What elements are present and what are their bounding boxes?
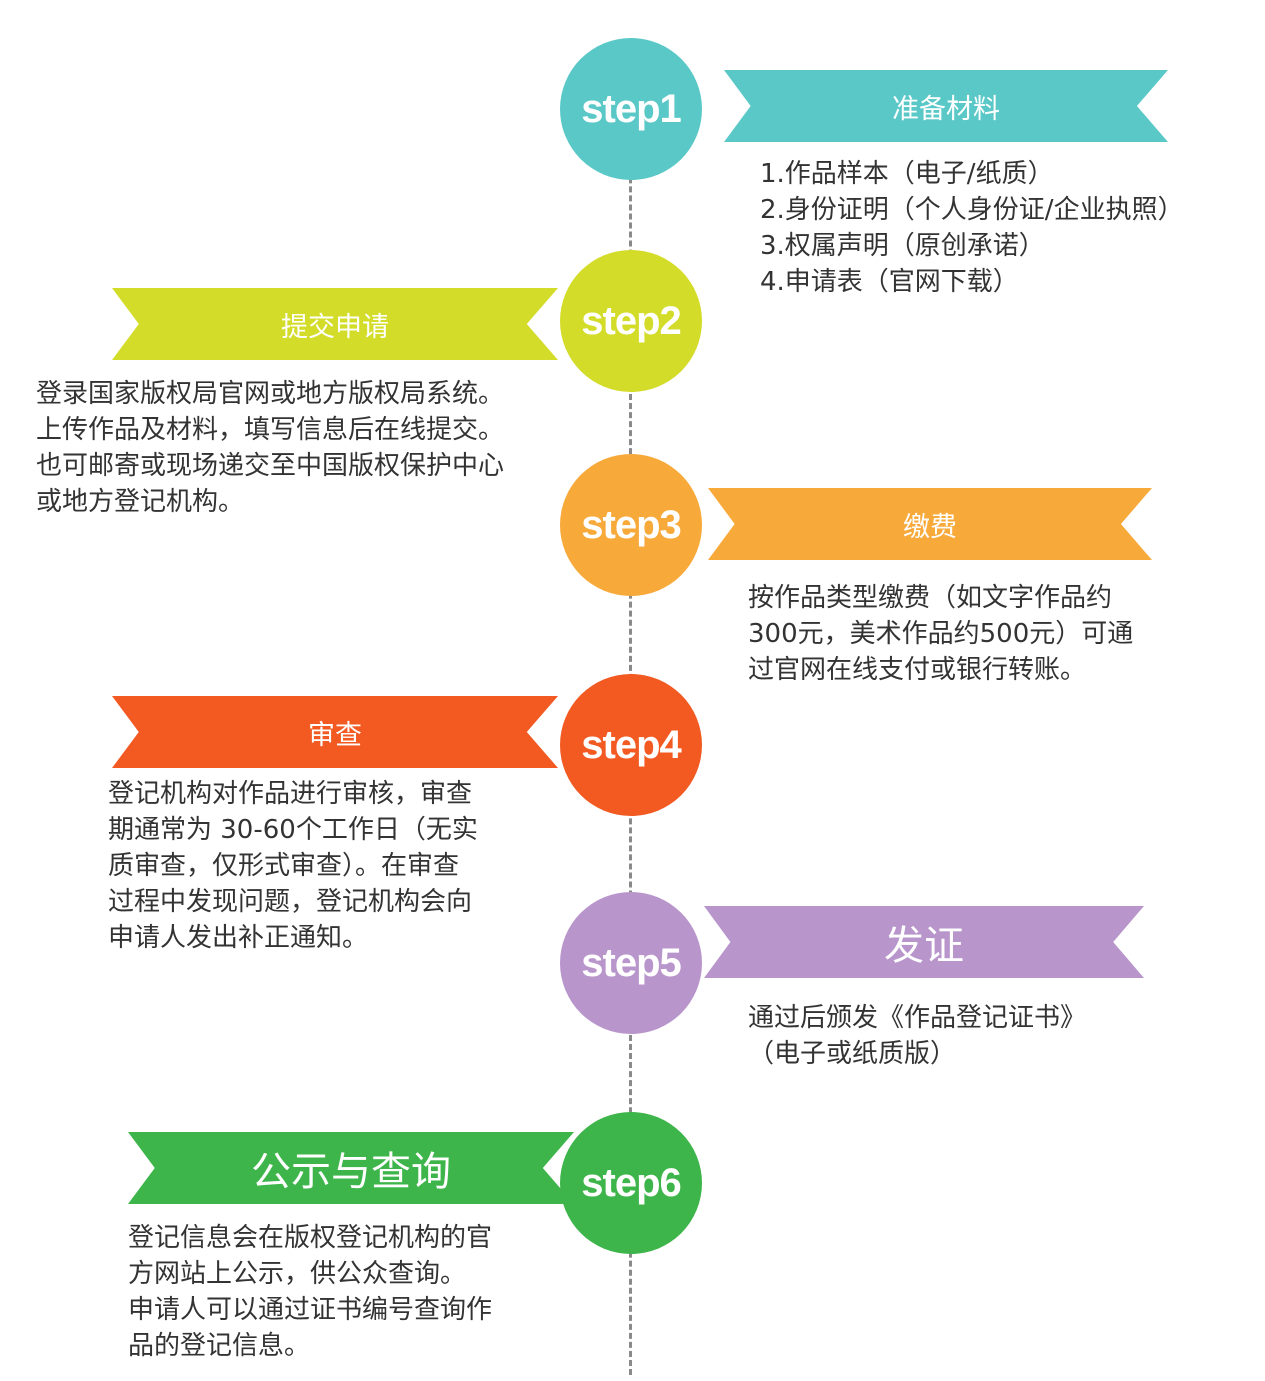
step5-banner: 发证: [704, 906, 1144, 978]
step1-line: 4.申请表（官网下载）: [760, 267, 1019, 297]
step6-line: 方网站上公示，供公众查询。: [128, 1259, 467, 1289]
step4-banner: 审查: [112, 696, 558, 768]
step2-line: 也可邮寄或现场递交至中国版权保护中心: [36, 451, 505, 481]
step5-line: 通过后颁发《作品登记证书》: [748, 1003, 1087, 1033]
step4-label: step4: [581, 722, 681, 767]
step3-circle: step3: [560, 454, 702, 596]
step3-line: 按作品类型缴费（如文字作品约: [748, 583, 1113, 613]
step1-title: 准备材料: [892, 93, 1000, 125]
step1-line: 3.权属声明（原创承诺）: [760, 231, 1045, 261]
step4-title: 审查: [308, 719, 362, 751]
step5-line: （电子或纸质版）: [748, 1039, 957, 1069]
step3-line: 过官网在线支付或银行转账。: [748, 655, 1087, 685]
step6-description: 登记信息会在版权登记机构的官 方网站上公示，供公众查询。 申请人可以通过证书编号…: [128, 1220, 492, 1364]
step6-label: step6: [581, 1160, 681, 1205]
step4-line: 过程中发现问题，登记机构会向: [108, 887, 473, 917]
step2-description: 登录国家版权局官网或地方版权局系统。 上传作品及材料，填写信息后在线提交。 也可…: [36, 376, 504, 520]
step1-circle: step1: [560, 38, 702, 180]
step3-description: 按作品类型缴费（如文字作品约 300元，美术作品约500元）可通 过官网在线支付…: [748, 580, 1133, 688]
step5-circle: step5: [560, 892, 702, 1034]
step6-line: 申请人可以通过证书编号查询作: [128, 1295, 493, 1325]
step1-banner: 准备材料: [724, 70, 1168, 142]
step3-line: 300元，美术作品约500元）可通: [748, 619, 1134, 649]
step4-line: 登记机构对作品进行审核，审查: [108, 779, 473, 809]
step4-circle: step4: [560, 674, 702, 816]
step2-banner: 提交申请: [112, 288, 558, 360]
step2-circle: step2: [560, 250, 702, 392]
step4-description: 登记机构对作品进行审核，审查 期通常为 30-60个工作日（无实 质审查，仅形式…: [108, 776, 478, 956]
step1-line: 1.作品样本（电子/纸质）: [760, 159, 1054, 189]
step3-title: 缴费: [903, 511, 957, 543]
step6-banner: 公示与查询: [128, 1132, 574, 1204]
step2-line: 上传作品及材料，填写信息后在线提交。: [36, 415, 505, 445]
step6-line: 登记信息会在版权登记机构的官: [128, 1223, 493, 1253]
step4-line: 质审查，仅形式审查）。在审查: [108, 851, 460, 881]
step2-title: 提交申请: [281, 311, 389, 343]
step3-banner: 缴费: [708, 488, 1152, 560]
step5-description: 通过后颁发《作品登记证书》 （电子或纸质版）: [748, 1000, 1086, 1072]
step3-label: step3: [581, 502, 681, 547]
step1-line: 2.身份证明（个人身份证/企业执照）: [760, 195, 1184, 225]
step5-label: step5: [581, 940, 681, 985]
step4-line: 申请人发出补正通知。: [108, 923, 369, 953]
step2-label: step2: [581, 298, 681, 343]
step1-description: 1.作品样本（电子/纸质） 2.身份证明（个人身份证/企业执照） 3.权属声明（…: [760, 156, 1184, 300]
step2-line: 或地方登记机构。: [36, 487, 245, 517]
step1-label: step1: [581, 86, 681, 131]
step5-title: 发证: [884, 923, 964, 969]
step2-line: 登录国家版权局官网或地方版权局系统。: [36, 379, 505, 409]
step6-line: 品的登记信息。: [128, 1331, 311, 1361]
step6-title: 公示与查询: [251, 1149, 451, 1195]
step4-line: 期通常为 30-60个工作日（无实: [108, 815, 478, 845]
step6-circle: step6: [560, 1112, 702, 1254]
